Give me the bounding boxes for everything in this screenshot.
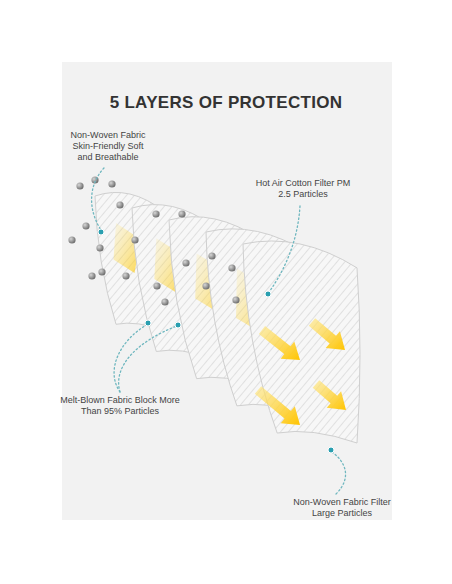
- particle: [76, 182, 83, 189]
- particle: [232, 296, 239, 303]
- particle: [68, 236, 75, 243]
- particle: [131, 236, 138, 243]
- particle: [116, 201, 123, 208]
- particle: [108, 180, 115, 187]
- airflow-arrow: [309, 318, 345, 350]
- particle: [161, 298, 168, 305]
- particle: [152, 210, 159, 217]
- particle: [98, 268, 105, 275]
- leader-lines: [92, 168, 346, 494]
- particle: [178, 210, 185, 217]
- airflow-arrow: [313, 380, 346, 410]
- airflow-arrow: [255, 386, 300, 425]
- panel-ground: [62, 62, 392, 520]
- fabric-layer-sheet: [243, 241, 360, 443]
- particle: [228, 264, 235, 271]
- particle: [182, 259, 189, 266]
- particle: [82, 222, 89, 229]
- fabric-layer: [243, 241, 360, 443]
- callout-label: Non-Woven Fabric Filter Large Particles: [292, 497, 392, 519]
- particle: [202, 282, 209, 289]
- leader-dots: [98, 229, 334, 453]
- particle: [208, 252, 215, 259]
- airflow-arrow: [259, 326, 300, 360]
- particle: [88, 272, 95, 279]
- particle: [96, 244, 103, 251]
- particle: [153, 282, 160, 289]
- callout-label: Melt-Blown Fabric Block More Than 95% Pa…: [50, 395, 190, 417]
- title: 5 LAYERS OF PROTECTION: [26, 93, 426, 113]
- particle: [122, 272, 129, 279]
- callout-label: Hot Air Cotton Filter PM 2.5 Particles: [253, 178, 353, 200]
- callout-label: Non-Woven Fabric Skin-Friendly Soft and …: [67, 130, 149, 163]
